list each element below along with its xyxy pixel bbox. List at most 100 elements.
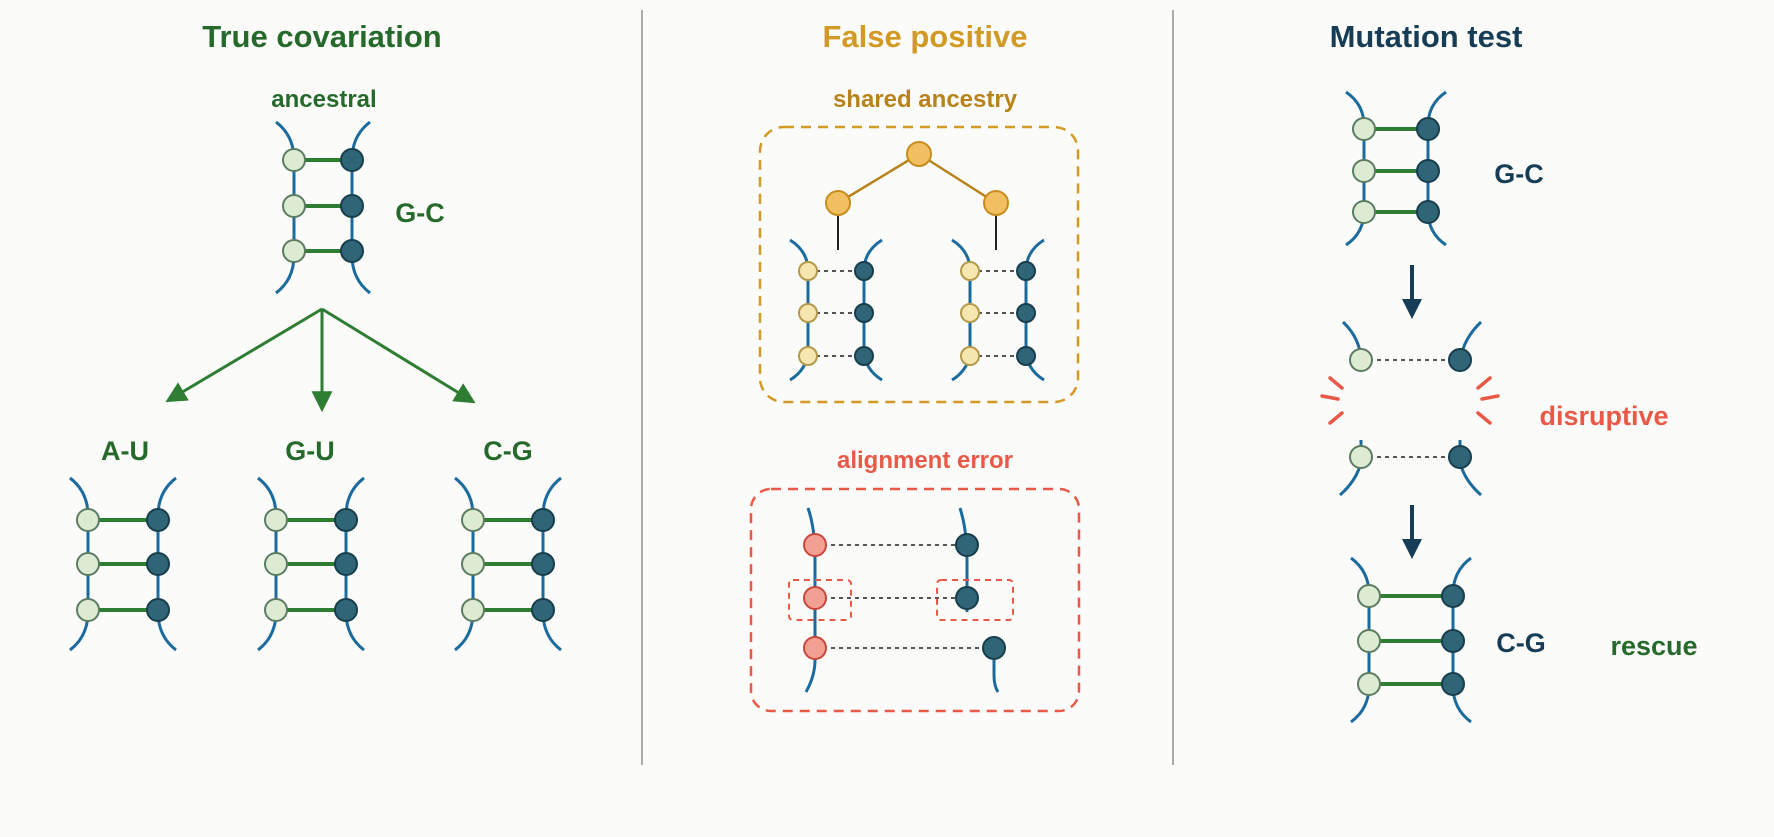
- shared-helix: [951, 238, 1045, 382]
- base-node: [1352, 200, 1376, 224]
- base-node: [960, 346, 980, 366]
- base-node: [282, 239, 306, 263]
- base-node: [1357, 584, 1381, 608]
- base-node: [1357, 672, 1381, 696]
- ancestral-label: ancestral: [271, 86, 376, 113]
- tree-branch: [837, 152, 920, 205]
- branch-arrow-right: [321, 307, 476, 404]
- base-node: [340, 194, 364, 218]
- rescue-helix: [1350, 556, 1472, 724]
- tree-leaf-node: [825, 190, 851, 216]
- partner-node: [955, 533, 979, 557]
- base-node: [340, 239, 364, 263]
- base-node: [1352, 159, 1376, 183]
- base-node: [1416, 117, 1440, 141]
- base-node: [1416, 200, 1440, 224]
- shared-helix: [789, 238, 883, 382]
- burst-left-icon: [1320, 376, 1344, 425]
- panel-false-positive: False positive shared ancestry alignment…: [749, 19, 1081, 713]
- base-node: [854, 261, 874, 281]
- base-node: [282, 194, 306, 218]
- base-node: [146, 598, 170, 622]
- base-node: [1416, 159, 1440, 183]
- base-node: [531, 552, 555, 576]
- base-node: [282, 148, 306, 172]
- mismatch-node: [803, 533, 827, 557]
- partner-node: [982, 636, 1006, 660]
- base-node: [798, 303, 818, 323]
- ancestral-pair-label: G-C: [395, 198, 445, 228]
- child-helix: [69, 476, 177, 652]
- base-node: [960, 303, 980, 323]
- branch-arrow-left: [165, 307, 323, 403]
- base-node: [1016, 346, 1036, 366]
- base-node: [1441, 584, 1465, 608]
- partner-node: [955, 586, 979, 610]
- base-node: [334, 508, 358, 532]
- tree-root-node: [906, 141, 932, 167]
- shared-ancestry-box: [758, 125, 1080, 404]
- base-node: [264, 552, 288, 576]
- mismatch-node: [803, 636, 827, 660]
- disrupted-node: [1448, 348, 1472, 372]
- base-node: [76, 508, 100, 532]
- base-node: [264, 598, 288, 622]
- base-node: [146, 552, 170, 576]
- ancestry-tree: [825, 141, 1009, 250]
- base-node: [1357, 629, 1381, 653]
- burst-right-icon: [1476, 376, 1500, 425]
- rescue-label: rescue: [1610, 631, 1697, 661]
- rescue-pair-label: C-G: [1496, 628, 1546, 658]
- disrupted-node: [1349, 445, 1373, 469]
- panel-title-true-covariation: True covariation: [202, 19, 441, 54]
- base-node: [531, 598, 555, 622]
- alignment-error-box: [749, 487, 1081, 713]
- base-node: [1352, 117, 1376, 141]
- disruptive-label: disruptive: [1539, 401, 1668, 431]
- strand-right-lower: [992, 660, 1000, 693]
- error-highlight-box: [788, 579, 852, 621]
- base-node: [1441, 672, 1465, 696]
- disrupted-node: [1349, 348, 1373, 372]
- base-node: [461, 552, 485, 576]
- misaligned-helix: [788, 507, 1014, 693]
- mismatch-node: [803, 586, 827, 610]
- wildtype-pair-label: G-C: [1494, 159, 1544, 189]
- wildtype-helix: [1345, 90, 1447, 247]
- tree-leaf-node: [983, 190, 1009, 216]
- base-node: [798, 346, 818, 366]
- base-node: [76, 552, 100, 576]
- disrupted-node: [1448, 445, 1472, 469]
- base-node: [146, 508, 170, 532]
- base-node: [461, 598, 485, 622]
- panel-true-covariation: True covariation ancestral G-C A-U G-U C…: [69, 19, 562, 652]
- base-node: [854, 303, 874, 323]
- alignment-error-label: alignment error: [837, 447, 1013, 474]
- child-helix: [257, 476, 365, 652]
- panel-mutation-test: Mutation test G-C: [1320, 19, 1698, 724]
- child-pair-label: C-G: [483, 436, 533, 466]
- base-node: [531, 508, 555, 532]
- shared-ancestry-label: shared ancestry: [833, 86, 1018, 113]
- error-highlight-box: [936, 579, 1014, 621]
- base-node: [798, 261, 818, 281]
- base-node: [854, 346, 874, 366]
- base-node: [76, 598, 100, 622]
- base-node: [461, 508, 485, 532]
- tree-branch: [918, 152, 997, 205]
- ancestral-helix: [275, 120, 371, 295]
- panel-title-mutation-test: Mutation test: [1330, 19, 1523, 54]
- base-node: [1441, 629, 1465, 653]
- base-node: [334, 552, 358, 576]
- base-node: [334, 598, 358, 622]
- disrupted-helix: [1320, 320, 1500, 497]
- base-node: [264, 508, 288, 532]
- base-node: [340, 148, 364, 172]
- child-pair-label: G-U: [285, 436, 335, 466]
- child-pair-label: A-U: [101, 436, 149, 466]
- panel-title-false-positive: False positive: [822, 19, 1027, 54]
- base-node: [1016, 303, 1036, 323]
- child-helix: [454, 476, 562, 652]
